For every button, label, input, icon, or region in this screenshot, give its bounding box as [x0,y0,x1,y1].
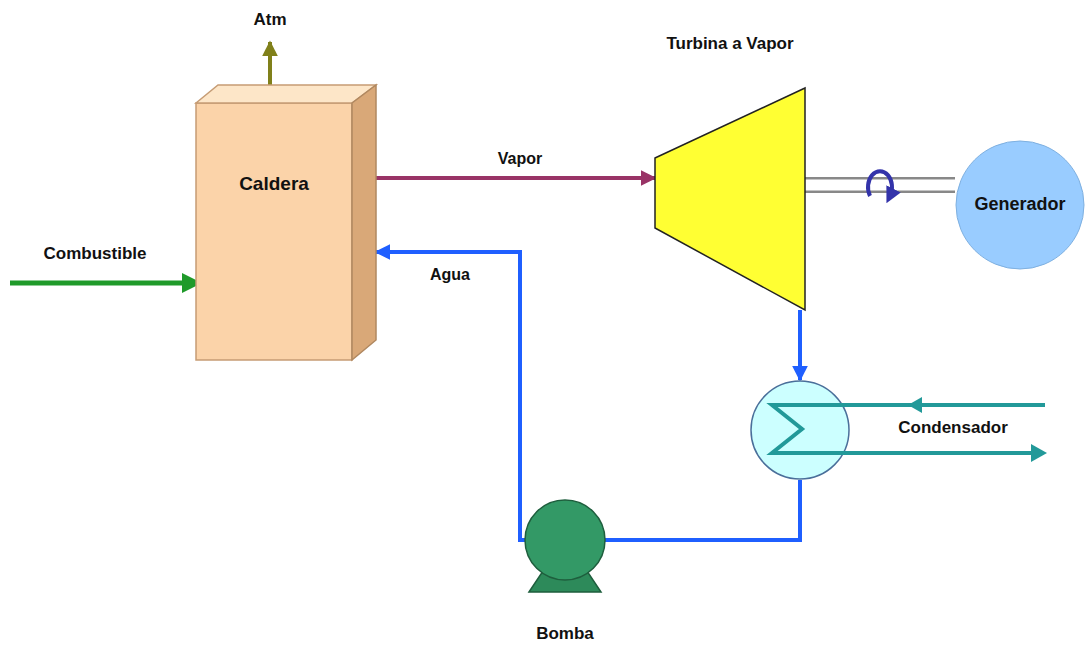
condenser: Condensador [750,380,1045,480]
node-label: Bomba [495,624,635,644]
cooling-inlet-arrow [908,397,922,413]
boiler-front [196,103,352,360]
shaft-body [805,180,955,191]
feedwater-line [376,252,525,540]
connector-path [376,176,655,180]
exhaust-label: Atm [230,10,310,30]
condensate-line [605,480,800,540]
exhaust-steam-line [800,310,801,380]
cooling-water-line [772,405,1045,453]
boiler-box: Caldera [196,85,376,360]
cooling-outlet-arrow [1031,444,1047,462]
node-label: Condensador [868,418,1038,438]
fuel-label: Combustible [10,244,180,264]
pump: Bomba [525,500,605,650]
connector-path [805,177,955,193]
steam-turbine: Turbina a Vapor [655,30,805,310]
connector-path [605,480,800,540]
boiler-top [196,85,376,103]
fuel-arrow [10,281,200,286]
generator-circle [956,141,1084,269]
shaft-outline [805,177,955,193]
connector-path [798,310,802,380]
rotation-symbol [868,171,892,196]
node-outline [196,85,376,360]
node-outline [655,30,805,310]
node-label: Turbina a Vapor [655,34,805,54]
generator-circle: Generador [955,140,1085,270]
edge-label: Vapor [470,150,570,168]
node-label: Caldera [196,173,352,195]
connector-path [376,252,525,540]
node-label: Generador [955,194,1085,215]
edge-label: Agua [400,266,500,284]
steam-line [376,178,655,179]
boiler-side [352,85,376,360]
turbine-shape [655,88,805,310]
pump-body [525,500,605,580]
turbine-shaft [805,185,955,186]
